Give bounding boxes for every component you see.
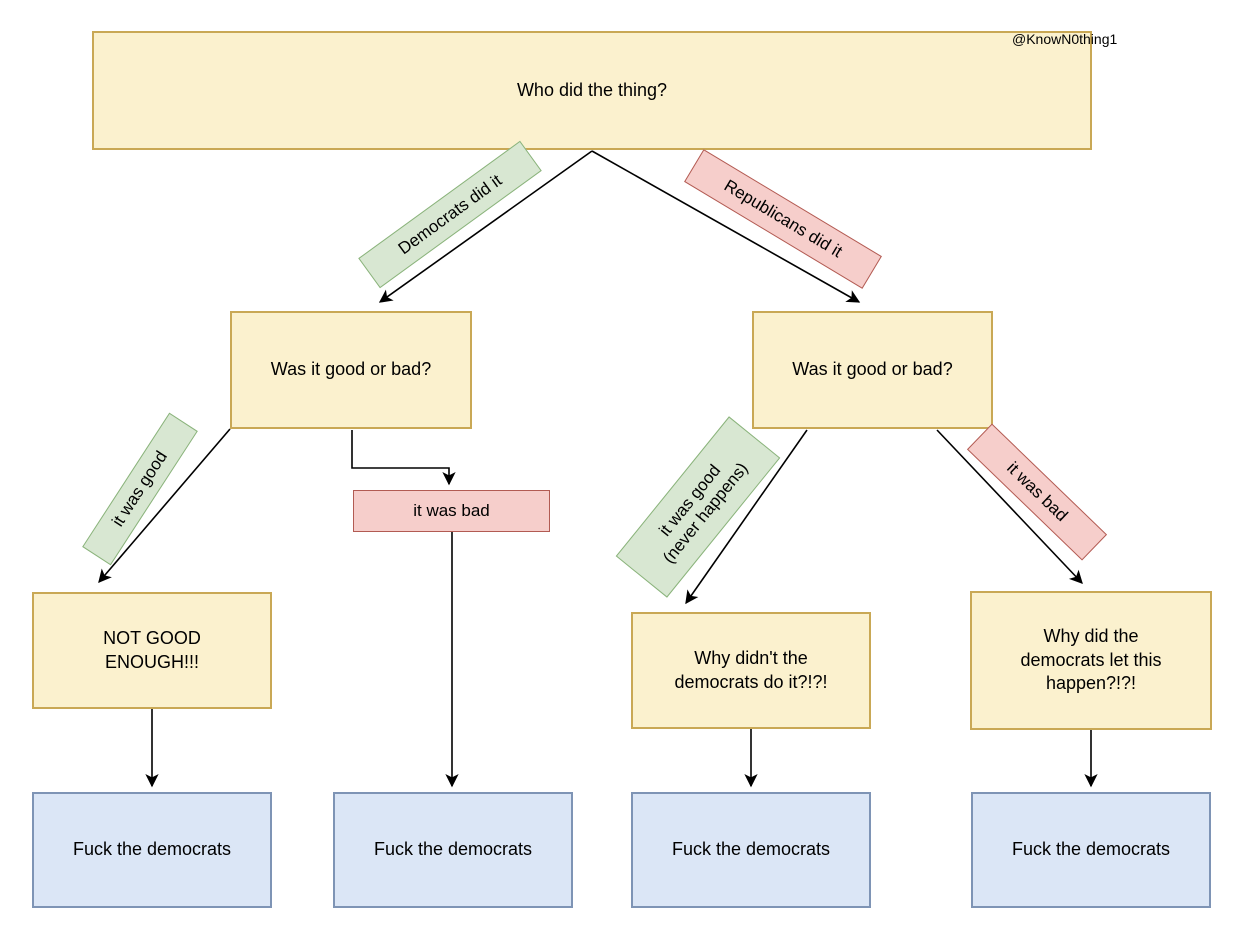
- node-why-didnt-label: Why didn't the democrats do it?!?!: [674, 648, 828, 692]
- node-not-good-enough-label: NOT GOOD ENOUGH!!!: [103, 628, 201, 672]
- node-outcome-2: Fuck the democrats: [333, 792, 573, 908]
- node-left-good-or-bad-question: Was it good or bad?: [230, 311, 472, 429]
- node-outcome-3-label: Fuck the democrats: [671, 839, 831, 860]
- watermark-handle: @KnowN0thing1: [1012, 31, 1118, 47]
- edge-root-to-left-question: [378, 150, 593, 303]
- node-root-question: Who did the thing?: [92, 31, 1092, 150]
- node-outcome-1: Fuck the democrats: [32, 792, 272, 908]
- edge-label-it-was-bad-left: it was bad: [353, 490, 550, 532]
- node-why-didnt-democrats-do-it: Why didn't the democrats do it?!?!: [631, 612, 871, 729]
- node-left-question-label: Was it good or bad?: [270, 359, 432, 380]
- edge-right-good: [685, 429, 808, 605]
- node-why-did-democrats-let-this-happen: Why did the democrats let this happen?!?…: [970, 591, 1212, 730]
- node-root-question-label: Who did the thing?: [516, 79, 668, 100]
- node-not-good-enough: NOT GOOD ENOUGH!!!: [32, 592, 272, 709]
- edge-right-bad: [936, 429, 1083, 584]
- edge-label-it-was-bad-left-text: it was bad: [413, 501, 490, 521]
- node-right-question-label: Was it good or bad?: [792, 359, 953, 380]
- node-why-let-label: Why did the democrats let this happen?!?…: [1020, 626, 1162, 694]
- node-outcome-1-label: Fuck the democrats: [72, 839, 232, 860]
- edge-root-to-right-question: [591, 150, 861, 303]
- node-outcome-2-label: Fuck the democrats: [373, 839, 533, 860]
- node-outcome-3: Fuck the democrats: [631, 792, 871, 908]
- node-outcome-4-label: Fuck the democrats: [1011, 839, 1171, 860]
- edge-left-bad: [351, 430, 456, 486]
- node-outcome-4: Fuck the democrats: [971, 792, 1211, 908]
- edge-left-good: [98, 428, 231, 584]
- node-right-good-or-bad-question: Was it good or bad?: [752, 311, 993, 429]
